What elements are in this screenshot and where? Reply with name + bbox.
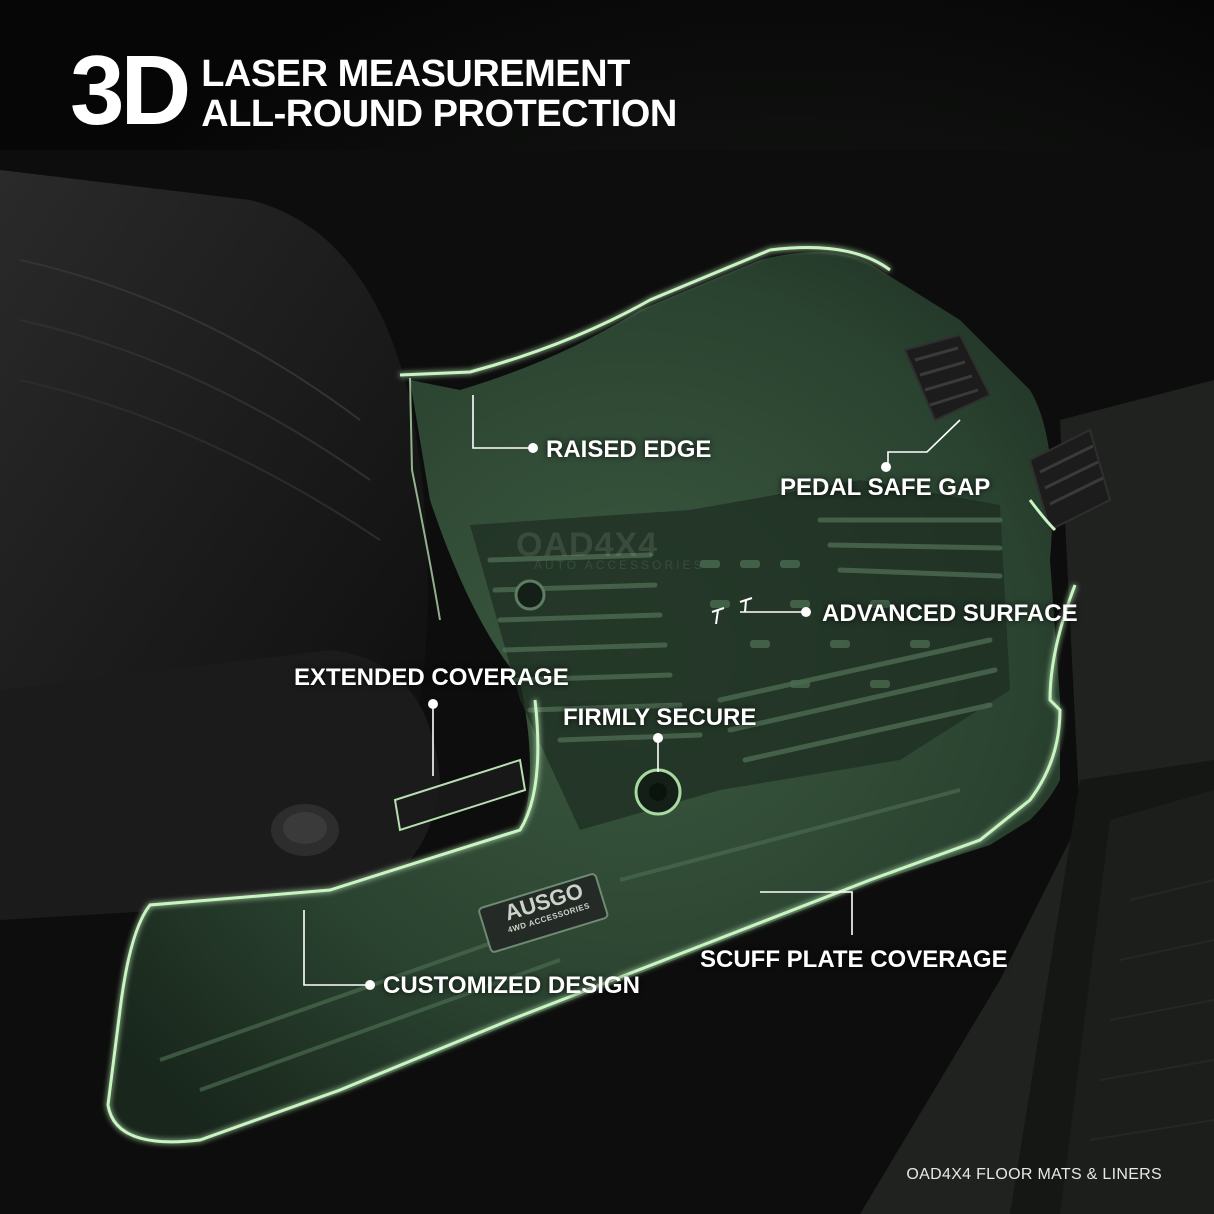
callout-dots	[365, 443, 891, 990]
callout-firmly-secure: FIRMLY SECURE	[563, 704, 757, 731]
ausgo-badge	[478, 873, 609, 953]
callout-customized-design: CUSTOMIZED DESIGN	[383, 972, 640, 999]
headline-line-1: LASER MEASUREMENT	[201, 53, 630, 95]
callout-extended-coverage: EXTENDED COVERAGE	[294, 664, 569, 691]
callout-pedal-safe-gap: PEDAL SAFE GAP	[780, 474, 991, 501]
headline-line-2: ALL-ROUND PROTECTION	[201, 93, 677, 135]
liner-outline	[106, 246, 1077, 1144]
callout-advanced-surface: ADVANCED SURFACE	[822, 600, 1078, 627]
callout-lines	[303, 395, 961, 986]
pedals	[903, 333, 1112, 532]
floor-mat	[110, 252, 1060, 1142]
footer-caption: OAD4X4 FLOOR MATS & LINERS	[906, 1166, 1162, 1183]
carbon-trim	[1060, 790, 1214, 1214]
headline: 3D LASER MEASUREMENT ALL-ROUND PROTECTIO…	[70, 35, 677, 145]
car-seat	[0, 170, 440, 920]
callout-scuff-plate-coverage: SCUFF PLATE COVERAGE	[700, 946, 1008, 973]
watermark-brand: OAD4X4	[516, 526, 659, 564]
callout-raised-edge: RAISED EDGE	[546, 436, 712, 463]
headline-3d: 3D	[70, 35, 191, 145]
watermark-sub: AUTO ACCESSORIES	[534, 558, 705, 572]
